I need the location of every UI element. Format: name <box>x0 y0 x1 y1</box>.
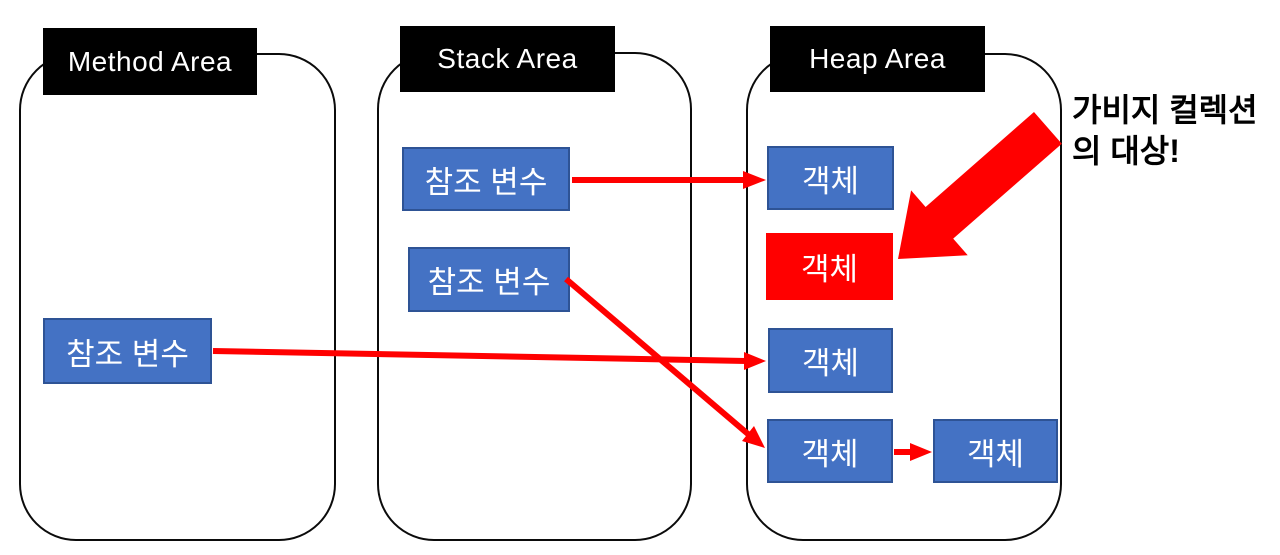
heap-object-box-3: 객체 <box>768 328 893 393</box>
method-reference-variable-box: 참조 변수 <box>43 318 212 384</box>
gc-annotation-line1: 가비지 컬렉션 <box>1072 92 1258 128</box>
reference-variable-label: 참조 변수 <box>427 265 551 300</box>
method-area-title: Method Area <box>67 45 233 77</box>
stack-reference-variable-box-2: 참조 변수 <box>408 247 570 312</box>
stack-area-title: Stack Area <box>437 43 578 74</box>
stack-reference-variable-box-1: 참조 변수 <box>402 147 570 211</box>
gc-annotation-text: 가비지 컬렉션 의 대상! <box>1072 90 1258 172</box>
gc-annotation-line2: 의 대상! <box>1072 133 1180 169</box>
object-label: 객체 <box>801 436 859 472</box>
method-area-header: Method Area <box>43 28 257 95</box>
heap-object-box-5: 객체 <box>933 419 1058 483</box>
object-label: 객체 <box>800 252 859 287</box>
object-label: 객체 <box>966 436 1025 472</box>
heap-object-box-garbage: 객체 <box>766 233 893 300</box>
reference-variable-label: 참조 변수 <box>424 164 548 200</box>
object-label: 객체 <box>801 163 860 199</box>
heap-object-box-1: 객체 <box>767 146 894 210</box>
stack-area-header: Stack Area <box>400 26 615 92</box>
heap-area-header: Heap Area <box>770 26 985 92</box>
heap-area-title: Heap Area <box>809 43 946 74</box>
heap-object-box-4: 객체 <box>767 419 893 483</box>
object-label: 객체 <box>801 346 860 381</box>
method-area-container <box>19 53 336 541</box>
reference-variable-label: 참조 변수 <box>66 336 189 372</box>
